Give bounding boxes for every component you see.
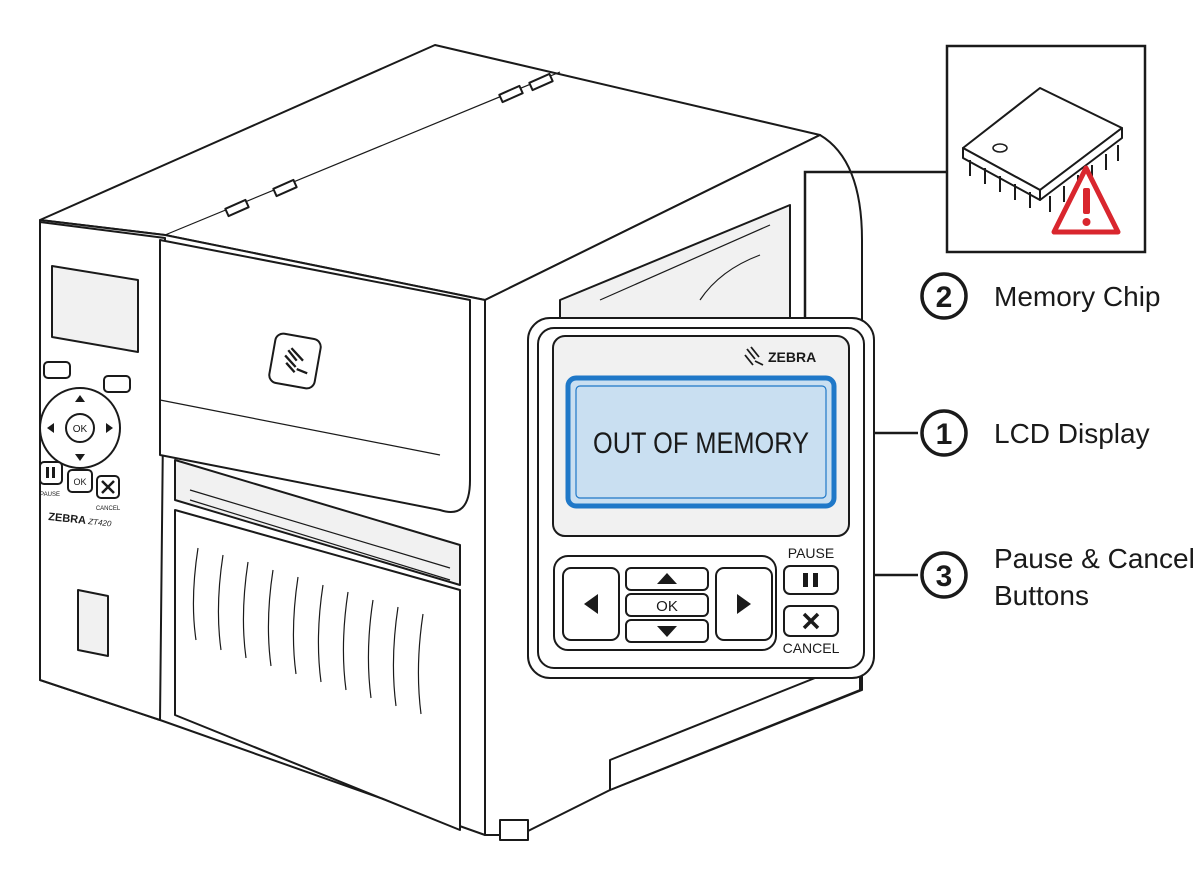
lcd-display [565,375,837,509]
arrow-down-icon [657,626,677,637]
warning-triangle-icon [1051,165,1121,235]
ok-label: OK [656,598,678,615]
callout-3-text-line1: Pause & Cancel [994,543,1195,574]
console-ok2-label: OK [73,477,86,487]
console-pause-label: PAUSE [40,492,60,498]
cancel-x-icon [802,612,820,630]
console-model: ZT420 [87,517,112,529]
control-panel-closeup: ZEBRA OUT OF MEMORY OK PAUSE CANCEL [527,317,875,679]
arrow-right-icon [737,594,751,614]
lcd-message: OUT OF MEMORY [593,427,809,460]
callout-3-text-line2: Buttons [994,580,1089,611]
cancel-label: CANCEL [783,640,840,656]
callout-1-text: LCD Display [994,418,1150,449]
callout-2: 2 Memory Chip [920,272,1160,320]
panel-zebra-logo-icon [744,346,764,366]
front-zebra-logo-icon [284,347,308,375]
callout-1-number: 1 [936,418,953,451]
callout-2-text: Memory Chip [994,281,1160,312]
memory-chip-icon [962,87,1123,212]
callout-1: 1 LCD Display [920,409,1150,457]
arrow-left-icon [584,594,598,614]
pause-button[interactable] [783,565,839,595]
ok-button[interactable] [625,593,709,617]
console-brand: ZEBRA [48,511,87,527]
callout-2-number: 2 [936,281,953,314]
memory-chip-inset [945,44,1147,254]
callout-3-number: 3 [936,560,953,593]
console-cancel-label: CANCEL [96,506,121,512]
console-ok-label: OK [73,424,88,435]
front-vent-slats [192,547,424,715]
pause-label: PAUSE [788,545,834,561]
pause-icon [803,573,818,587]
callout-3: 3 Pause & Cancel Buttons [920,543,1195,611]
arrow-up-icon [657,573,677,584]
panel-brand: ZEBRA [768,349,816,365]
